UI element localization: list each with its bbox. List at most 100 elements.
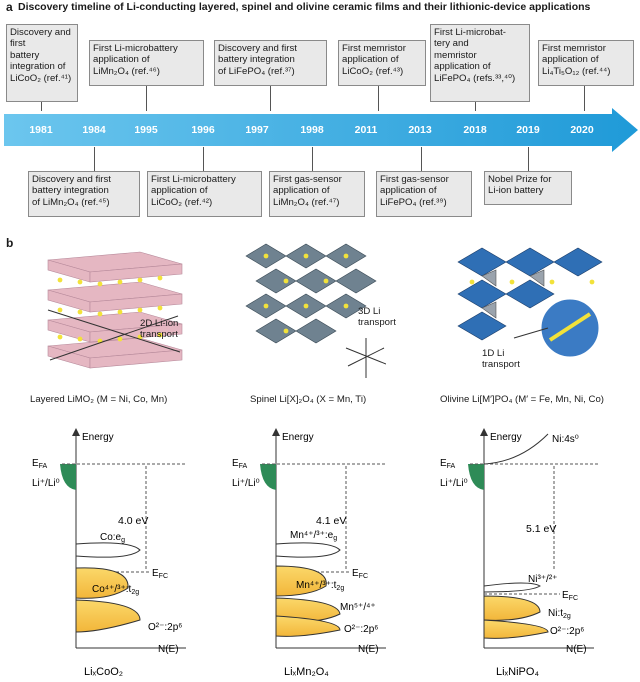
lower-band-label: Mn⁴⁺/³⁺:t2g	[296, 580, 344, 592]
box-line: application of	[93, 54, 150, 66]
stem	[270, 86, 271, 111]
band-diagrams: Energy EFA Li⁺/Li⁰ 4.0 eV Co:eg EFC Co⁴⁺…	[32, 428, 600, 678]
li-label: Li⁺/Li⁰	[440, 478, 468, 489]
o2p-label: O²⁻:2p⁶	[148, 622, 182, 633]
box-line: LiMn₂O₄ (ref.⁴⁷)	[273, 196, 340, 208]
year-1998: 1998	[300, 124, 324, 136]
box-line: First Li-microbat-	[434, 27, 506, 38]
timeline-box-1984: Discovery and first battery integration …	[28, 171, 140, 217]
box-line: memristor	[434, 49, 477, 61]
label-line: 2D Li-ion	[140, 318, 179, 329]
o2p-label: O²⁻:2p⁶	[344, 624, 378, 635]
formula-label: LiₓMn₂O₄	[284, 666, 329, 678]
stem	[94, 147, 95, 171]
box-line: LiFePO₄ (ref.³⁹)	[380, 196, 447, 208]
efc-label: EFC	[152, 568, 168, 580]
li-label: Li⁺/Li⁰	[232, 478, 260, 489]
box-line: Discovery and first	[218, 43, 297, 54]
stem	[421, 147, 422, 171]
year-1981: 1981	[29, 124, 53, 136]
box-line: application of	[342, 54, 399, 66]
box-line: integration of	[10, 61, 66, 73]
energy-label: Energy	[282, 432, 314, 443]
gap-label: 4.1 eV	[316, 515, 346, 527]
box-line: application of	[542, 54, 599, 66]
label-line: transport	[358, 317, 396, 328]
label-line: transport	[482, 359, 520, 370]
box-line: Li₄Ti₅O₁₂ (ref.⁴⁴)	[542, 65, 611, 77]
band-diagram-linipo4: Energy Ni:4s⁰ EFA Li⁺/Li⁰ 5.1 eV Ni³⁺/²⁺…	[440, 428, 600, 678]
box-line: application of	[380, 185, 437, 197]
box-line: of LiFePO₄ (ref.³⁷)	[218, 65, 295, 77]
olivine-structure-label: Olivine Li[M′]PO₄ (M′ = Fe, Mn, Ni, Co)	[440, 394, 604, 405]
label-line: 1D Li	[482, 348, 505, 359]
box-line: First gas-sensor	[380, 174, 449, 185]
box-line: Nobel Prize for	[488, 174, 552, 185]
box-line: LiFePO₄ (refs.³³,⁴⁰)	[434, 72, 516, 84]
li-label: Li⁺/Li⁰	[32, 478, 60, 489]
stem	[475, 102, 476, 111]
year-1995: 1995	[134, 124, 158, 136]
box-line: application of	[151, 185, 208, 197]
timeline-box-2011: First memristor application of LiCoO₂ (r…	[338, 40, 426, 86]
band-diagram-limn2o4: Energy EFA Li⁺/Li⁰ 4.1 eV Mn⁴⁺/³⁺:eg EFC…	[232, 428, 386, 678]
ne-label: N(E)	[566, 644, 587, 655]
year-2020: 2020	[570, 124, 594, 136]
timeline-arrow	[4, 108, 638, 152]
year-2018: 2018	[463, 124, 487, 136]
box-line: Li-ion battery	[488, 185, 544, 197]
box-line: application of	[434, 61, 491, 73]
box-line: battery integration	[218, 54, 295, 66]
ne-label: N(E)	[358, 644, 379, 655]
stem	[528, 147, 529, 171]
timeline-box-2020: First memristor application of Li₄Ti₅O₁₂…	[538, 40, 634, 86]
band-diagram-licoo2: Energy EFA Li⁺/Li⁰ 4.0 eV Co:eg EFC Co⁴⁺…	[32, 428, 186, 678]
box-line: LiCoO₂ (ref.⁴³)	[342, 65, 404, 77]
ne-label: N(E)	[158, 644, 179, 655]
box-line: of LiMn₂O₄ (ref.⁴⁵)	[32, 196, 110, 208]
box-line: Discovery and	[10, 27, 71, 38]
spinel-structure-image	[245, 243, 386, 378]
box-line: battery integration	[32, 185, 109, 197]
year-1984: 1984	[82, 124, 106, 136]
panel-a-title: Discovery timeline of Li-conducting laye…	[18, 1, 591, 13]
formula-label: LiₓNiPO₄	[496, 666, 539, 678]
panel-a-letter: a	[6, 0, 13, 14]
energy-label: Energy	[82, 432, 114, 443]
lower-band-label: Ni³⁺/²⁺	[528, 574, 557, 585]
efc-label: EFC	[562, 590, 578, 602]
lower-band-label: Co⁴⁺/³⁺:t2g	[92, 584, 139, 596]
timeline-box-1981: Discovery and first battery integration …	[6, 24, 78, 102]
extra-band-label: Ni:t2g	[548, 608, 571, 620]
year-1997: 1997	[245, 124, 269, 136]
timeline-box-1998: First gas-sensor application of LiMn₂O₄ …	[269, 171, 365, 217]
efc-label: EFC	[352, 568, 368, 580]
formula-label: LiₓCoO₂	[84, 666, 123, 678]
stem	[203, 147, 204, 171]
olivine-transport-label: 1D Li transport	[482, 348, 520, 370]
olivine-structure-image	[457, 247, 603, 360]
box-line: battery	[10, 49, 40, 61]
box-line: LiMn₂O₄ (ref.⁴⁶)	[93, 65, 160, 77]
label-line: transport	[140, 329, 178, 340]
timeline-box-1997: Discovery and first battery integration …	[214, 40, 327, 86]
upper-band-label: Mn⁴⁺/³⁺:eg	[290, 530, 337, 542]
year-2019: 2019	[516, 124, 540, 136]
label-line: 3D Li	[358, 306, 381, 317]
stem	[41, 102, 42, 111]
year-2013: 2013	[408, 124, 432, 136]
upper-band-label: Ni:4s⁰	[552, 434, 579, 445]
gap-label: 4.0 eV	[118, 515, 148, 527]
box-line: application of	[273, 185, 330, 197]
upper-band-label: Co:eg	[100, 532, 125, 544]
box-line: tery and	[434, 38, 469, 50]
timeline-box-1996: First Li-microbattery application of LiC…	[147, 171, 262, 217]
layered-transport-label: 2D Li-ion transport	[140, 318, 178, 340]
layered-structure-label: Layered LiMO₂ (M = Ni, Co, Mn)	[30, 394, 168, 405]
spinel-transport-label: 3D Li transport	[358, 306, 396, 328]
o2p-label: O²⁻:2p⁶	[550, 626, 584, 637]
year-2011: 2011	[354, 124, 378, 136]
box-line: LiCoO₂ (ref.⁴¹)	[10, 72, 72, 84]
timeline-box-2018: First Li-microbat- tery and memristor ap…	[430, 24, 530, 102]
box-line: LiCoO₂ (ref.⁴²)	[151, 196, 213, 208]
